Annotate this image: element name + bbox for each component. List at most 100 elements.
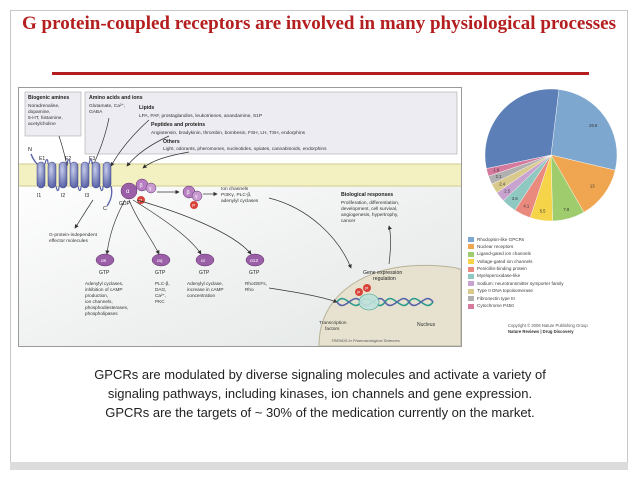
label-i3: I3	[85, 193, 89, 199]
legend-swatch	[468, 237, 474, 242]
label-i2: I2	[61, 193, 65, 199]
phospho-label: P	[365, 286, 368, 291]
legend-item: Rhodopsin-like GPCRs	[468, 236, 618, 243]
gtp-effect-line: DAG,	[155, 287, 166, 292]
label-i1: I1	[37, 193, 41, 199]
bio-line: development, cell survival,	[341, 206, 397, 212]
ligand-heading-peptides: Peptides and proteins	[151, 122, 205, 128]
subunit-label: αs	[101, 259, 107, 264]
label-e2: E2	[65, 156, 71, 162]
diagram-source: TRENDS in Pharmacological Sciences	[331, 338, 400, 343]
subunit-label: α12	[250, 258, 258, 264]
legend-label: Voltage-gated ion channels	[477, 258, 533, 264]
pie-slice-label: 1.9	[493, 167, 499, 172]
effector-line: PI3Kγ, PLC-β,	[221, 192, 251, 198]
ligand-box-other	[84, 91, 458, 155]
legend-label: Fibronectin type III	[477, 295, 515, 301]
legend-label: Sodium: neurotransmitter symporter famil…	[477, 280, 564, 286]
legend-item: Cytochrome P450	[468, 303, 618, 310]
phospho-label: P	[139, 198, 142, 203]
ligand-line: Angiotensin, bradykinin, thrombin, bombe…	[151, 130, 306, 136]
pie-slice	[550, 89, 618, 171]
gtp-effect-line: ion channels,	[85, 299, 113, 304]
independent-line: G-protein-independent	[49, 232, 98, 238]
legend-swatch	[468, 296, 474, 302]
gtp-effect-line: Rho	[245, 287, 254, 292]
caption-line: GPCRs are modulated by diverse signaling…	[94, 367, 546, 382]
gdp-label: GDP	[119, 201, 131, 207]
beta-subunit-label: β	[140, 183, 143, 189]
bio-responses-heading: Biological responses	[341, 192, 393, 198]
legend-label: Type II DNA topoisomerase	[477, 288, 533, 294]
gtp-effect-line: Adenylyl cyclases,	[85, 281, 123, 286]
gtp-effect-line: Ca²⁺,	[155, 293, 166, 298]
gtp-label: GTP	[249, 270, 260, 276]
pie-slice-label: 5.5	[540, 209, 546, 214]
receptor-helices	[36, 158, 113, 207]
copyright-line: Nature Reviews | Drug Discovery	[508, 329, 574, 334]
subunit-label: αq	[157, 259, 163, 264]
ligand-line: Light, odorants, pheromones, nucleotides…	[163, 146, 327, 152]
bio-line: cancer	[341, 218, 356, 224]
ligand-heading-biogenic: Biogenic amines	[28, 95, 69, 101]
gtp-unit-0: αs GTP Adenylyl cyclases, inhibition of …	[85, 253, 128, 316]
legend-label: Nuclear receptors	[477, 243, 514, 249]
pie-slice-label: 2.4	[499, 181, 505, 186]
ligand-line: GABA	[89, 109, 103, 115]
title-underline	[52, 72, 589, 75]
gtp-effect-line: RhoGEFs,	[245, 281, 267, 286]
slide-title: G protein-coupled receptors are involved…	[22, 13, 616, 34]
legend-item: Voltage-gated ion channels	[468, 258, 618, 265]
gtp-unit-3: α12 GTP RhoGEFs, Rho	[245, 253, 267, 292]
beta-label: β	[187, 190, 190, 196]
legend-swatch	[468, 251, 474, 257]
legend-swatch	[468, 281, 474, 287]
legend-swatch	[468, 244, 474, 250]
legend-item: Sodium: neurotransmitter symporter famil…	[468, 280, 618, 287]
label-e1: E1	[39, 156, 45, 162]
ligand-box-biogenic-amines	[24, 91, 82, 137]
gtp-effect-line: Adenylyl cyclase,	[187, 281, 223, 286]
legend-item: Type II DNA topoisomerase	[468, 288, 618, 295]
copyright-line: Copyright © 2006 Nature Publishing Group	[508, 323, 588, 328]
independent-line: effector molecules	[49, 238, 88, 244]
label-e3: E3	[89, 156, 95, 162]
legend-swatch	[468, 266, 474, 272]
pie-slice-label: 26.8	[589, 123, 598, 128]
caption-line: GPCRs are the targets of ~ 30% of the me…	[105, 405, 535, 420]
gtp-effect-line: PKC	[155, 299, 165, 304]
receptor-n-terminus: N	[28, 147, 32, 153]
ligand-line: Glutamate, Ca²⁺,	[89, 103, 125, 109]
ligand-heading-lipids: Lipids	[139, 105, 154, 111]
effector-line: adenylyl cyclases	[221, 198, 259, 204]
beta-gamma-dimer: β γ P	[182, 185, 203, 209]
ligand-line: dopamine,	[28, 109, 50, 115]
legend-label: Penicillin-binding protein	[477, 266, 527, 272]
tf-line: Transcription	[319, 320, 347, 326]
ligand-line: acetylcholine	[28, 121, 56, 127]
legend-item: Myeloperoxidase-like	[468, 273, 618, 280]
pie-slice-label: 13	[590, 183, 595, 188]
dna-helix: P P	[336, 284, 434, 311]
gtp-unit-2: αi GTP Adenylyl cyclase, increase in cAM…	[187, 253, 223, 298]
ligand-line: 5-HT, histamine,	[28, 115, 63, 121]
gtp-effect-line: increase in cAMP	[187, 287, 223, 292]
pie-slice-label: 4.1	[523, 204, 529, 209]
gtp-effect-line: phospholipases	[85, 311, 118, 316]
gamma-subunit-label: γ	[149, 186, 152, 192]
pie-slice-label: 3.6	[512, 196, 518, 201]
gtp-unit-1: αq GTP PLC-β, DAG, Ca²⁺, PKC	[151, 253, 171, 304]
ligand-line: Noradrenaline,	[28, 103, 59, 109]
receptor-c-terminus: C	[103, 206, 107, 212]
gtp-label: GTP	[99, 270, 110, 276]
effector-line: Ion channels	[221, 186, 249, 192]
cell-membrane	[19, 164, 461, 186]
g-protein-trimer: α β γ GDP P	[119, 178, 157, 207]
bio-line: angiogenesis, hypertrophy,	[341, 212, 398, 218]
caption-line: signaling pathways, including kinases, i…	[107, 386, 533, 401]
legend-label: Myeloperoxidase-like	[477, 273, 521, 279]
